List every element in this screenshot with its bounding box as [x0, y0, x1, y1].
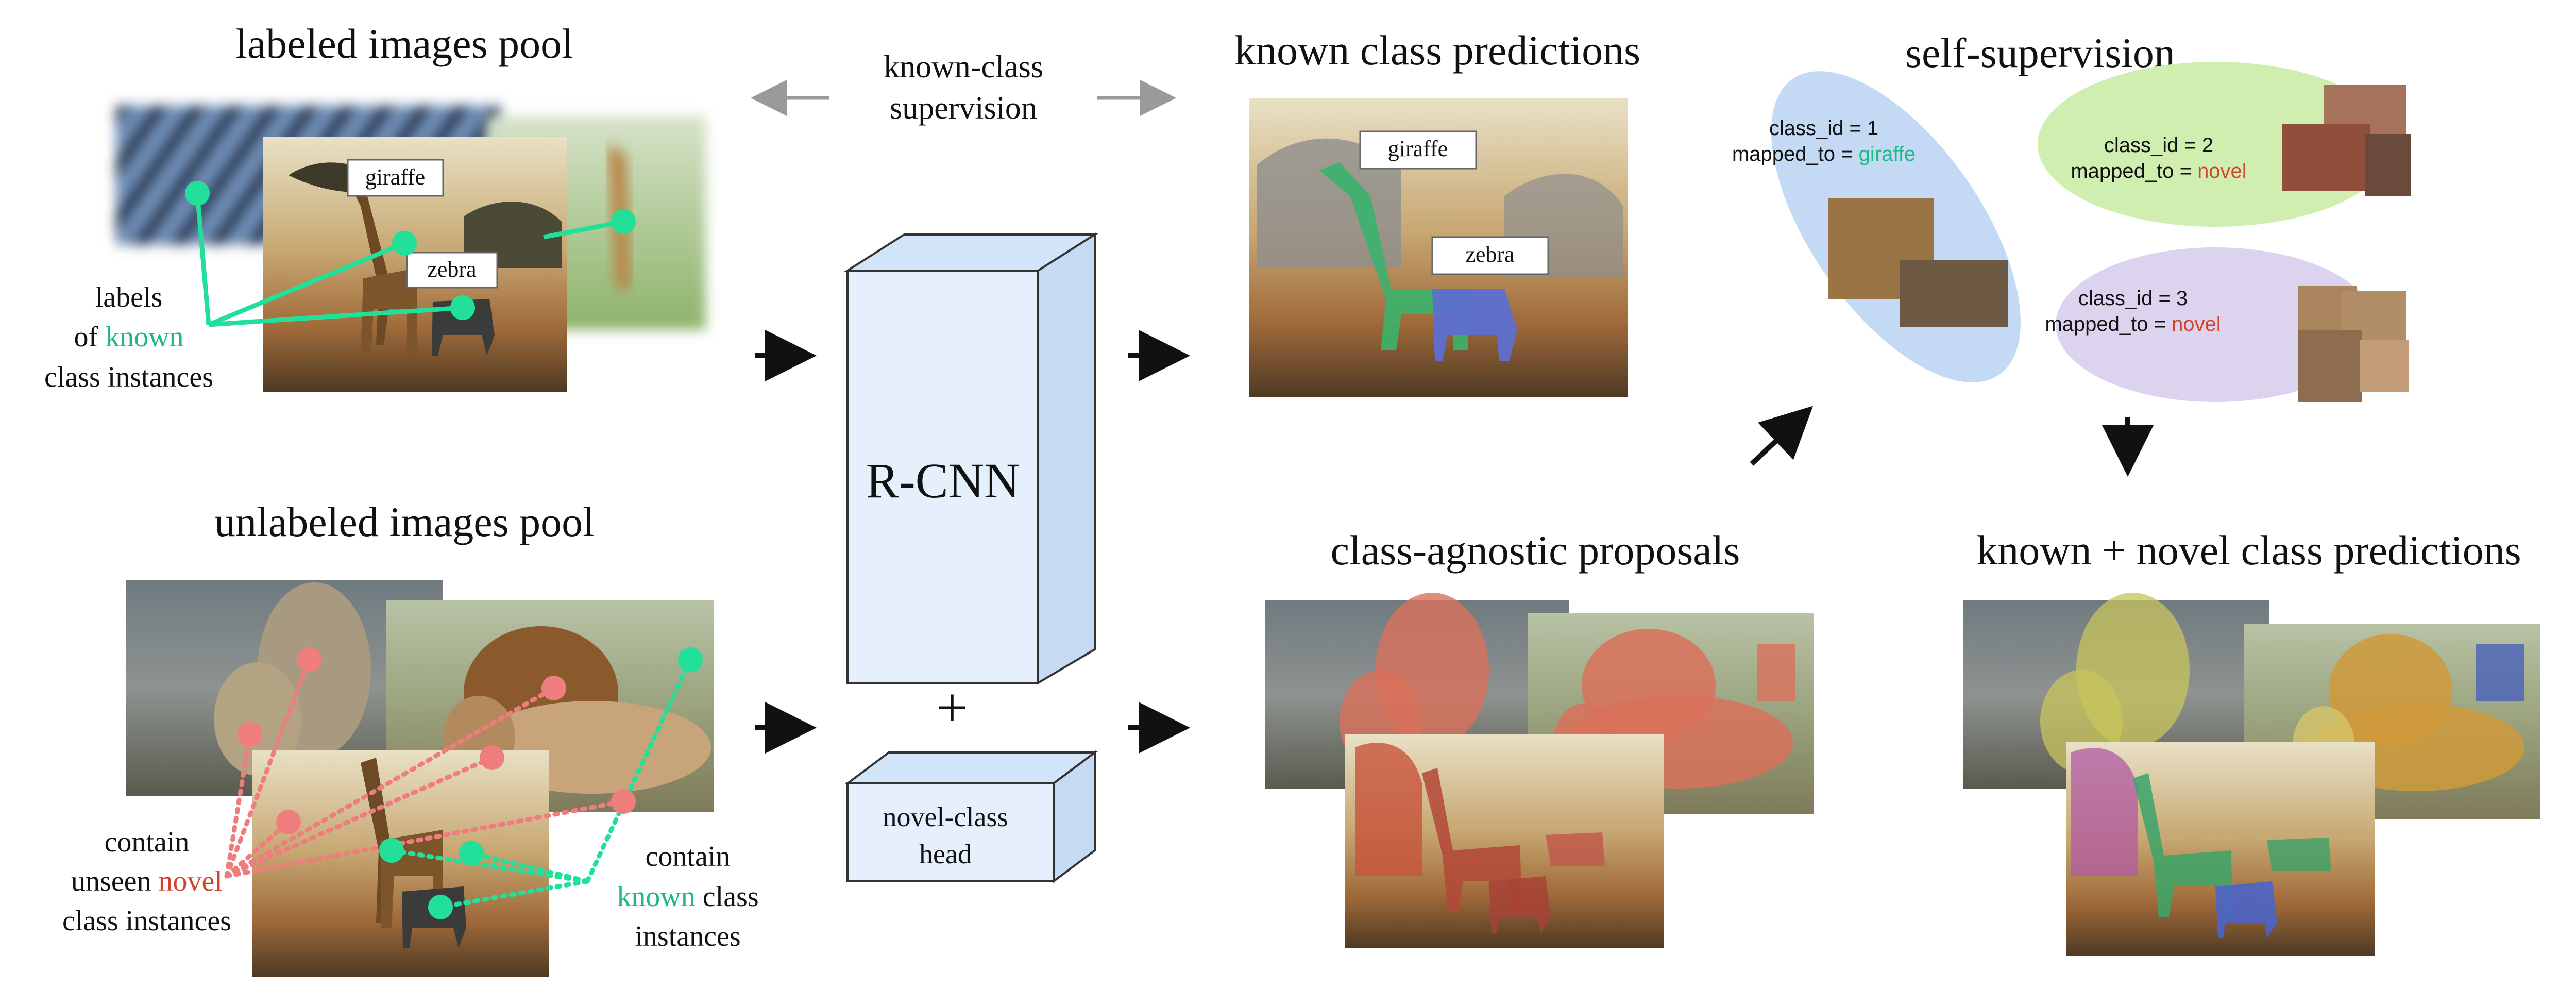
novel-dot: [238, 722, 262, 747]
cluster-1: class_id = 1 mapped_to = giraffe: [1732, 71, 2021, 382]
known-dot: [379, 838, 404, 863]
known-dotted-lines: [389, 657, 693, 910]
label-box-zebra: zebra: [406, 252, 498, 289]
known-dot: [678, 647, 703, 672]
labeled-annotation: labels of known class instances: [44, 281, 213, 393]
known-annotation-suffix: class: [696, 881, 759, 913]
cluster-2-map-prefix: mapped_to =: [2071, 160, 2197, 182]
supervision-label: known-class supervision: [884, 49, 1043, 126]
novel-head-block: novel-class head: [844, 750, 1098, 883]
known-dot: [428, 895, 453, 919]
cluster-3: class_id = 3 mapped_to = novel: [2045, 247, 2409, 402]
labeled-annotation-line1: labels: [95, 281, 163, 313]
cluster-2-thumb: [2365, 134, 2411, 196]
labeled-annotation-line3: class instances: [44, 361, 213, 393]
cluster-3-id: class_id = 3: [2078, 287, 2188, 310]
heading-unlabeled-pool: unlabeled images pool: [214, 498, 595, 545]
cluster-2-id: class_id = 2: [2104, 134, 2213, 157]
known-label-dot: [185, 181, 210, 206]
cluster-3-map-prefix: mapped_to =: [2045, 313, 2172, 336]
known-annotation-known: known: [617, 881, 695, 913]
cluster-3-thumb: [2298, 330, 2362, 402]
novel-dot: [541, 676, 566, 700]
heading-known-novel-predictions: known + novel class predictions: [1976, 527, 2521, 574]
novel-head-line2: head: [919, 839, 972, 869]
cluster-1-id: class_id = 1: [1769, 117, 1878, 140]
label-giraffe: giraffe: [365, 164, 425, 190]
pred-box-giraffe: giraffe: [1359, 130, 1477, 170]
novel-annotation-prefix: unseen: [71, 865, 159, 897]
known-annotation-line1: contain: [646, 841, 731, 873]
novel-annotation-line3: class instances: [62, 905, 231, 937]
heading-agnostic-proposals: class-agnostic proposals: [1331, 527, 1740, 574]
pred-box-zebra: zebra: [1431, 236, 1549, 275]
supervision-line2: supervision: [890, 91, 1037, 126]
proposal-image-savanna: [1345, 734, 1664, 948]
cluster-1-thumb: [1900, 260, 2008, 327]
cluster-3-map: mapped_to = novel: [2045, 313, 2221, 336]
novel-dot: [480, 745, 504, 770]
novel-annotation: contain unseen novel class instances: [62, 826, 231, 937]
label-box-giraffe: giraffe: [347, 159, 444, 197]
cluster-1-map-prefix: mapped_to =: [1732, 143, 1859, 165]
novel-head-line1: novel-class: [883, 801, 1008, 832]
known-annotation-line2: known class: [617, 881, 758, 913]
novel-annotation-line2: unseen novel: [71, 865, 223, 897]
rcnn-label: R-CNN: [866, 453, 1020, 508]
known-annotation: contain known class instances: [617, 841, 758, 952]
novel-annotation-novel: novel: [159, 865, 223, 897]
known-label-dot: [392, 231, 417, 256]
plus-sign: +: [936, 676, 968, 739]
novel-dotted-lines: [224, 657, 626, 879]
heading-known-predictions: known class predictions: [1234, 27, 1640, 74]
cluster-3-map-value: novel: [2172, 313, 2221, 336]
cluster-2-map-value: novel: [2197, 160, 2247, 182]
cluster-2: class_id = 2 mapped_to = novel: [2038, 62, 2411, 227]
cluster-1-map-value: giraffe: [1859, 143, 1916, 165]
label-zebra: zebra: [427, 257, 476, 282]
known-label-lines: [195, 193, 624, 327]
final-image-savanna: [2066, 742, 2375, 956]
known-label-dot: [611, 209, 636, 234]
known-annotation-line3: instances: [635, 921, 740, 952]
cluster-2-thumb: [2282, 124, 2370, 191]
heading-labeled-pool: labeled images pool: [235, 20, 573, 67]
novel-annotation-line1: contain: [105, 826, 190, 858]
pred-label-giraffe: giraffe: [1388, 136, 1448, 161]
rcnn-block: R-CNN: [844, 232, 1098, 685]
pred-label-zebra: zebra: [1465, 242, 1514, 267]
heading-self-supervision: self-supervision: [1905, 29, 2175, 76]
supervision-line1: known-class: [884, 49, 1043, 85]
cluster-2-map: mapped_to = novel: [2071, 160, 2246, 182]
cluster-3-thumb: [2360, 340, 2409, 392]
labeled-annotation-known: known: [105, 321, 183, 353]
labeled-annotation-line2-prefix: of: [74, 321, 105, 353]
known-label-dot: [450, 295, 475, 320]
novel-dot: [276, 810, 301, 834]
cluster-1-map: mapped_to = giraffe: [1732, 143, 1916, 165]
arrow-diagonal-icon: [1750, 406, 1814, 466]
novel-dot: [297, 647, 321, 672]
labeled-annotation-line2: of known: [74, 321, 183, 353]
known-dot: [459, 841, 484, 865]
novel-dot: [611, 789, 636, 814]
